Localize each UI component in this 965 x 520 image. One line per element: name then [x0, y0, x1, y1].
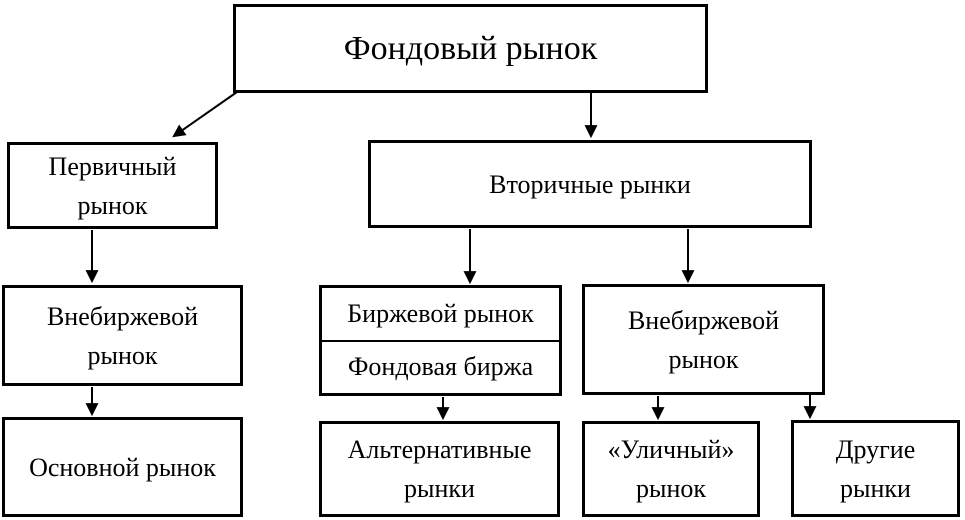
node-fondovyy-rynok: Фондовый рынок [233, 4, 708, 93]
node-label: Другие рынки [835, 434, 916, 503]
node-label: Вторичные рынки [489, 169, 691, 199]
node-label: Первичный рынок [48, 151, 177, 220]
node-label: Биржевой рынок [347, 298, 534, 328]
node-vnebirzhevoy-rynok-right: Внебиржевой рынок [582, 284, 825, 395]
node-label: Основной рынок [29, 452, 216, 482]
node-label: Фондовый рынок [343, 30, 598, 67]
node-birzhevoy-rynok-group: Биржевой рынок Фондовая биржа [319, 285, 562, 396]
node-vnebirzhevoy-rynok-left: Внебиржевой рынок [2, 285, 243, 386]
node-pervichnyy-rynok: Первичный рынок [7, 142, 218, 229]
arrow-fondovyy-to-pervichnyy [172, 91, 238, 138]
node-label: Альтернативные рынки [347, 435, 532, 503]
node-vtorichnye-rynki: Вторичные рынки [368, 140, 812, 228]
node-alternativnye-rynki: Альтернативные рынки [319, 421, 560, 517]
node-ulichnyy-rynok: «Уличный» рынок [582, 421, 760, 517]
node-fondovaya-birzha: Фондовая биржа [322, 342, 559, 394]
node-birzhevoy-rynok: Биржевой рынок [322, 288, 559, 342]
node-osnovnoy-rynok: Основной рынок [2, 417, 243, 517]
node-label: Фондовая биржа [347, 352, 534, 382]
node-label: «Уличный» рынок [607, 435, 735, 503]
node-label: Внебиржевой рынок [627, 305, 780, 374]
node-label: Внебиржевой рынок [46, 301, 199, 370]
node-drugie-rynki: Другие рынки [791, 420, 960, 517]
